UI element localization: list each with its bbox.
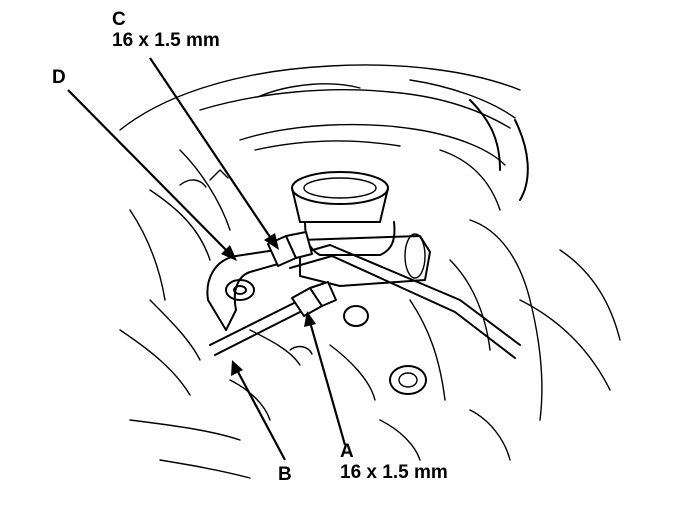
leader-d (67, 89, 229, 253)
callout-c-spec: 16 x 1.5 mm (112, 30, 220, 51)
callout-d-letter: D (52, 67, 66, 88)
leader-lines (67, 57, 347, 461)
leader-c (149, 57, 273, 241)
callout-b-letter: B (278, 464, 292, 485)
leader-c-arrowhead (264, 233, 279, 250)
engine-housing-contours (119, 64, 621, 421)
leader-a (308, 321, 347, 446)
leader-d-arrowhead (221, 245, 237, 261)
callout-a-letter: A (340, 441, 354, 462)
callout-a-spec: 16 x 1.5 mm (340, 462, 448, 483)
bracket-and-lines (119, 231, 521, 479)
leader-a-arrowhead (304, 311, 316, 327)
callout-c-letter: C (112, 9, 126, 30)
leader-b-arrowhead (231, 360, 243, 376)
leader-b (236, 369, 286, 461)
